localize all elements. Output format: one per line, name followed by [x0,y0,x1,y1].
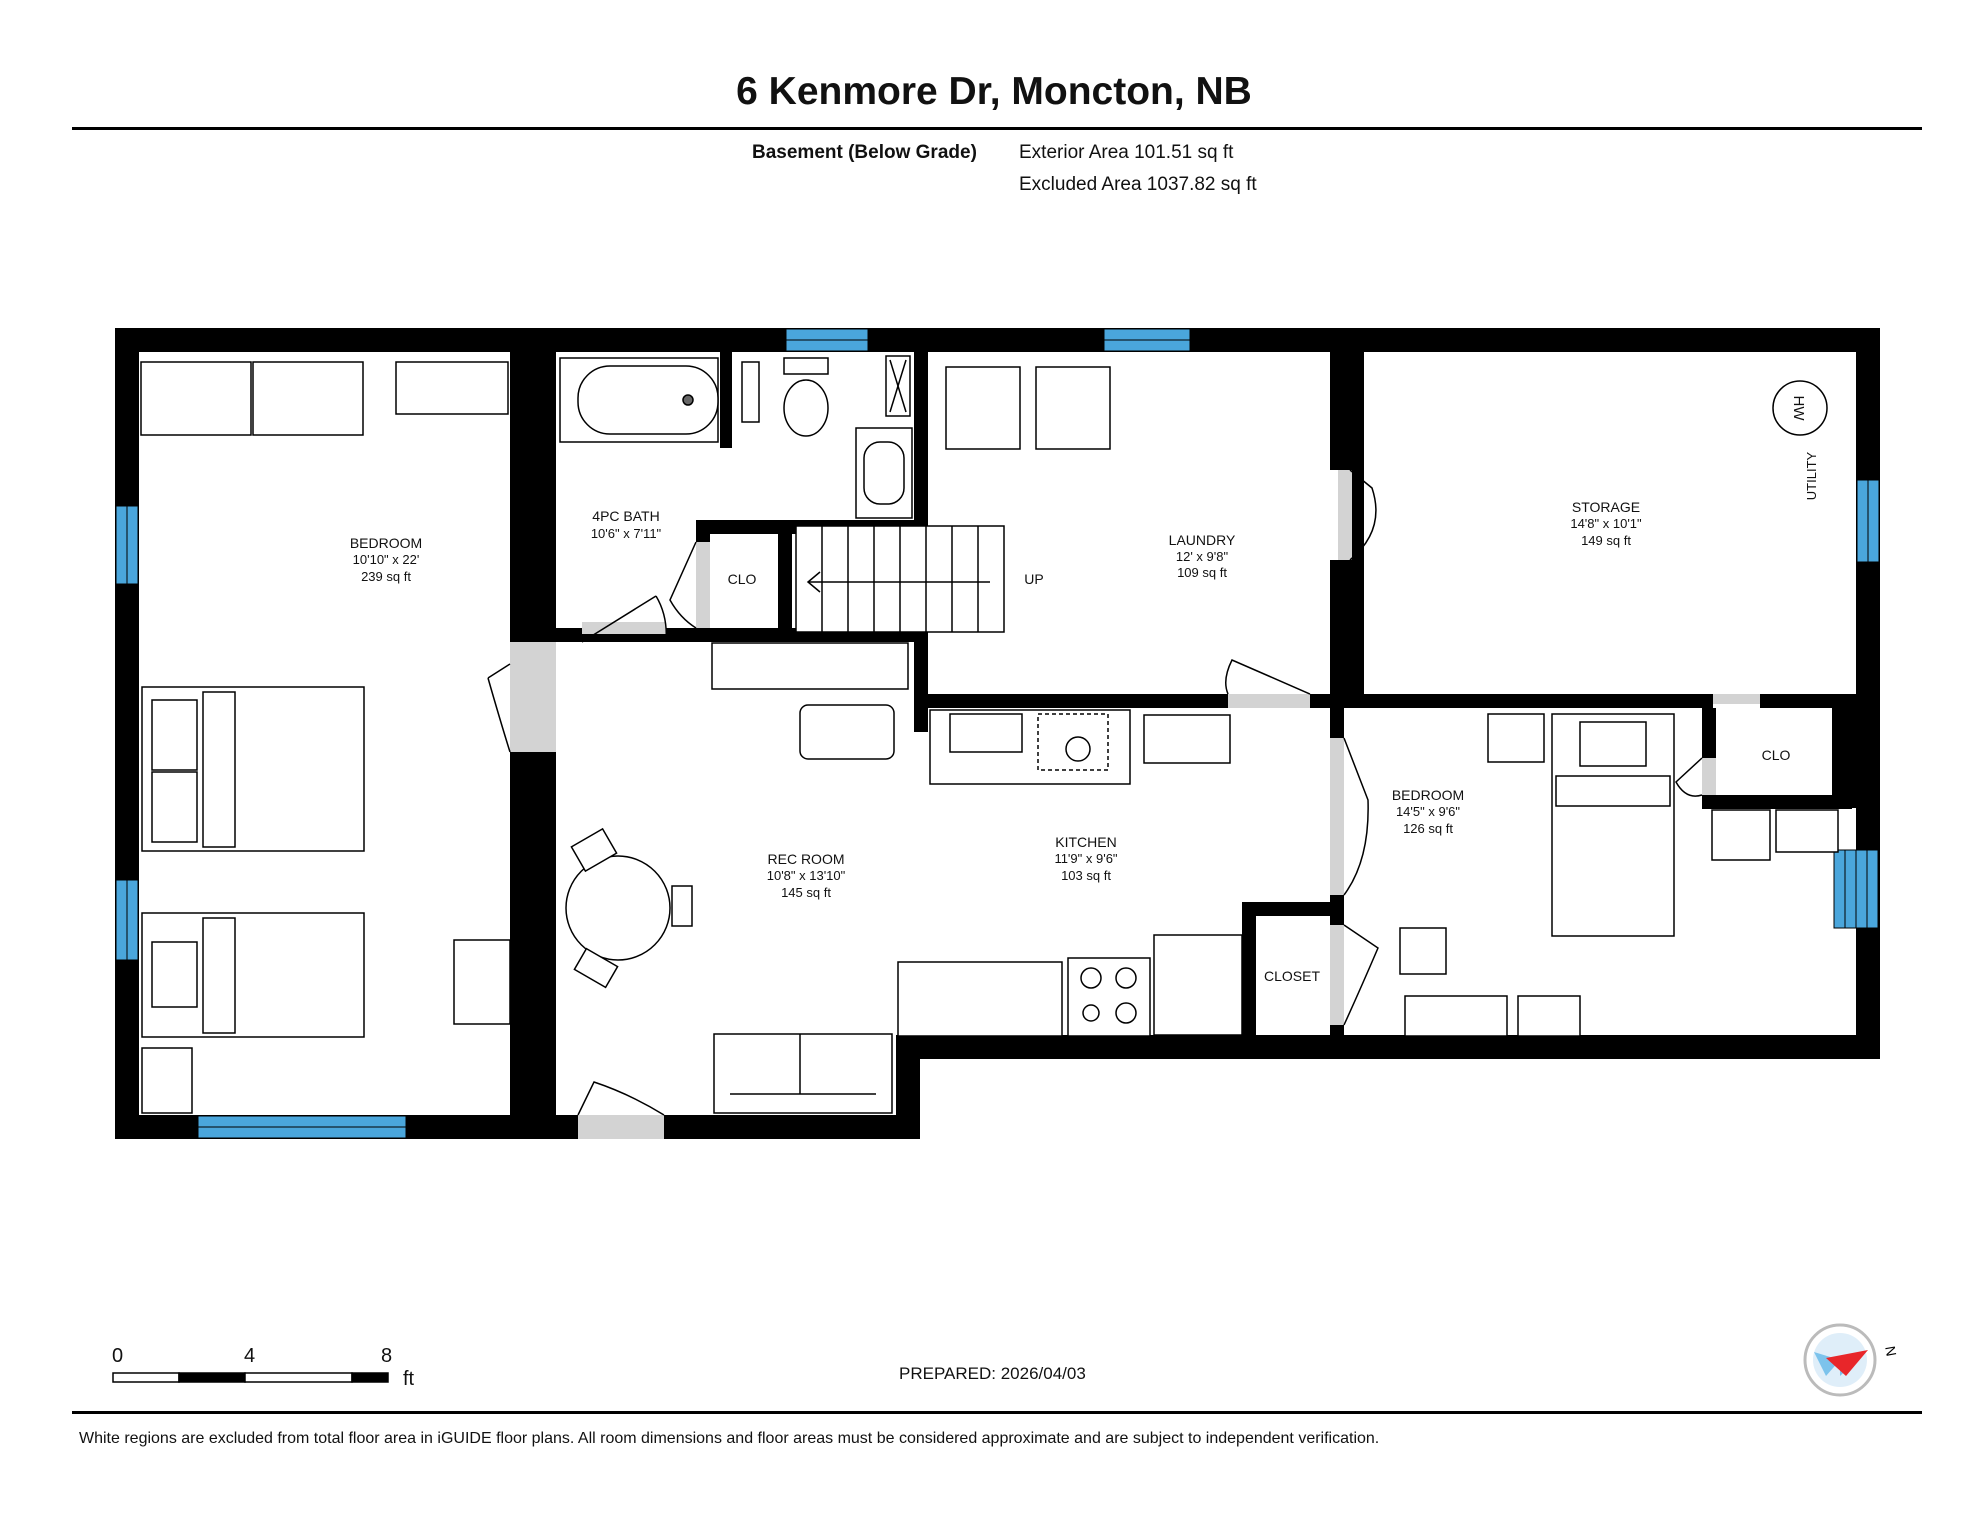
floor-name: Basement (Below Grade) [752,142,977,163]
bedroom-east-dims: 14'5" x 9'6" [1396,804,1460,819]
scale-tick-8: 8 [381,1345,393,1367]
bedroom-east-name: BEDROOM [1392,787,1464,803]
walls [115,328,1880,1139]
scale-tick-0: 0 [112,1345,124,1367]
bedroom-west-name: BEDROOM [350,535,422,551]
utility-label: UTILITY [1804,451,1819,500]
bedroom-east-area: 126 sq ft [1403,821,1453,836]
address-title: 6 Kenmore Dr, Moncton, NB [736,70,1252,113]
laundry-area: 109 sq ft [1177,565,1227,580]
rec-room-area: 145 sq ft [781,885,831,900]
storage-name: STORAGE [1572,499,1640,515]
kitchen-dims: 11'9" x 9'6" [1054,851,1117,866]
scale-unit: ft [403,1368,415,1390]
bath-dims: 10'6" x 7'11" [591,526,662,541]
rec-room-name: REC ROOM [768,851,845,867]
disclaimer: White regions are excluded from total fl… [79,1430,1380,1447]
windows [115,328,1880,1139]
clo-stair-label: CLO [728,571,757,587]
fixtures [140,355,1839,1114]
up-label: UP [1024,571,1043,587]
header-divider [72,127,1922,130]
closet-label: CLOSET [1264,968,1320,984]
exterior-area: Exterior Area 101.51 sq ft [1019,142,1234,163]
excluded-area: Excluded Area 1037.82 sq ft [1019,174,1257,195]
scale-bar [112,1372,389,1383]
kitchen-area: 103 sq ft [1061,868,1111,883]
compass-north-label: N [1882,1345,1900,1358]
bedroom-west-area: 239 sq ft [361,569,411,584]
storage-dims: 14'8" x 10'1" [1570,516,1642,531]
storage-area: 149 sq ft [1581,533,1631,548]
scale-tick-4: 4 [244,1345,256,1367]
bedroom-west-dims: 10'10" x 22' [353,552,420,567]
laundry-name: LAUNDRY [1169,532,1236,548]
clo-east-label: CLO [1762,747,1791,763]
room-labels: BEDROOM 10'10" x 22' 239 sq ft 4PC BATH … [350,396,1819,985]
rec-room-dims: 10'8" x 13'10" [767,868,846,883]
doors [487,469,1760,1139]
hw-label: HW [1790,396,1807,422]
prepared-date: PREPARED: 2026/04/03 [899,1364,1086,1383]
bath-name: 4PC BATH [592,508,659,524]
kitchen-name: KITCHEN [1055,834,1116,850]
laundry-dims: 12' x 9'8" [1176,549,1229,564]
footer-divider [72,1411,1922,1414]
compass-icon: N [1803,1323,1900,1397]
